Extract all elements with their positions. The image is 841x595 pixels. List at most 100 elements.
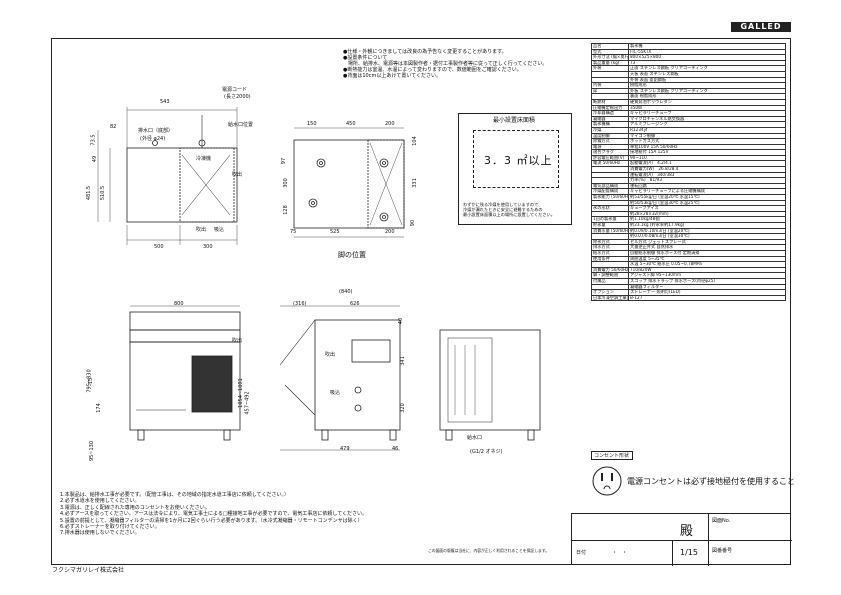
dim-95-130: 95~130 <box>89 440 96 462</box>
note-line: ●仕様・外観につきましては改良の為予告なく変更することがあります。 <box>343 49 507 55</box>
feet-dim-90: 90 <box>410 219 417 227</box>
feet-dim-104: 104 <box>411 136 418 146</box>
dim-40: 40 <box>398 317 405 325</box>
outlet-label: コンセント形状 <box>594 453 630 459</box>
note-line: ●設置条件について <box>343 55 388 61</box>
outlet-label-box: コンセント形状 <box>591 451 633 460</box>
bottom-note: 2.必ず水道水を使用してください。 <box>60 498 140 505</box>
spec-value: ストレーナー 照明灯(LED) <box>628 289 786 296</box>
spec-row: 製氷機構アルミプレージング <box>591 121 786 128</box>
dim-300: 300 <box>203 244 213 250</box>
spec-value: 裏面 樹脂成形 <box>628 93 786 100</box>
spec-row: 水温 5~30℃ 給水圧 0.05~0.78MPa <box>591 261 786 268</box>
note-line: ●背面は10cm以上あけて置いてください。 <box>343 73 442 79</box>
date-label: 日付 <box>576 550 587 556</box>
label-air-out-2: 吹出 <box>196 227 207 233</box>
back-label-water-supply-size: (G1/2 オネジ) <box>470 449 503 455</box>
min-space-title: 最小設置床面積 <box>493 117 536 124</box>
dim-457-492: 457~492 <box>244 391 251 415</box>
spec-row: オプションストレーナー 照明灯(LED) <box>591 289 786 296</box>
spec-value: アジャスト脚 95~130mm <box>628 272 786 279</box>
feet-dim-200-bottom: 200 <box>385 229 395 235</box>
spec-value: 73 <box>628 59 786 67</box>
spec-value: 710/820W <box>628 266 786 274</box>
bottom-note: 1.本製品は、給排水工事が必要です。（配管工事は、その地域の指定水道工事店に依頼… <box>60 492 289 498</box>
dim-49: 49 <box>92 155 99 163</box>
spec-value: 350W <box>628 104 786 112</box>
recipient-mark: 殿 <box>680 524 694 539</box>
spec-value: アルミプレージング <box>628 121 786 128</box>
feet-position-drawing <box>293 127 405 238</box>
top-view-drawing <box>97 107 238 245</box>
body-outline <box>126 147 238 223</box>
date-value: ・ ・ <box>612 550 628 556</box>
label-water-supply-position: 給水口位置 <box>228 122 254 128</box>
min-space-area: 3．3 ㎡以上 <box>473 130 559 188</box>
bottom-note: 7.排水器は使用しないでください。 <box>60 530 140 537</box>
label-air-out-1: 吹出 <box>232 172 243 178</box>
outlet-text: 電源コンセントは必ず接地極付を使用すること <box>627 477 795 486</box>
spec-key: 許容電圧範囲(V) <box>591 154 629 162</box>
spec-key: 日本冷凍空調工業会登録番号 <box>591 294 629 302</box>
min-space-note-1: わずかに残る冷媒を使用していますので、 <box>463 202 543 207</box>
spec-row: 凝縮器マイクロチャンネル熱交換器 <box>591 115 786 123</box>
copyright-note: この図面の版権は当社に、内容が正しく利用されることを保証します。 <box>428 548 550 553</box>
dim-82: 82 <box>110 124 117 130</box>
label-drain: 排水口（底部） <box>138 128 174 134</box>
drawing-no-label: 図面No. <box>712 518 731 524</box>
top-notes: ●仕様・外観につきましては改良の為予告なく変更することがあります。 ●設置条件に… <box>343 49 547 79</box>
label-cord-length: (長さ2000) <box>224 94 251 100</box>
spec-key: 製氷能力 (50/60Hz) <box>591 194 629 201</box>
dim-316: (316) <box>293 301 307 307</box>
label-freezer: 冷凍機 <box>196 156 212 162</box>
spec-row: 扉外板 ステンレス鋼板 クリアコーティング <box>591 87 786 95</box>
spec-row: 断熱材硬質発泡ポリウレタン <box>591 98 786 106</box>
spec-row: 天板 表面 ステンレス鋼板 <box>591 71 786 78</box>
dim-500: 500 <box>154 244 164 250</box>
spec-row: 外装 表面 亜鉛鋼板 <box>591 76 786 84</box>
brand-logo: GALLED <box>731 22 791 32</box>
spec-row: 裏面 樹脂成形 <box>591 93 786 100</box>
feet-dim-525: 525 <box>330 229 340 235</box>
side-label-air-out: 吹出 <box>232 338 243 344</box>
dim-73-5: 73.5 <box>90 134 97 146</box>
spec-value: マイクロチャンネル熱交換器 <box>628 115 786 123</box>
dim-1054-1091: 1054~1091 <box>237 378 244 408</box>
spec-row: 内装樹脂成形 <box>591 82 786 89</box>
spec-value: 正面 ステンレス鋼板 クリアコーティング <box>628 65 786 72</box>
spec-value: 外装 表面 亜鉛鋼板 <box>628 76 786 84</box>
dim-543: 543 <box>160 99 170 105</box>
dim-479: 479 <box>340 446 350 452</box>
bottom-note: 3.電源は、正しく配線された専用のコンセントをお使いください。 <box>60 504 210 511</box>
feet-dim-200-top: 200 <box>385 121 395 127</box>
min-space-note-3: 最小設置床面積以上の場所に設置してください。 <box>463 212 555 217</box>
spec-value: 周囲温度 5~35℃ <box>628 255 786 263</box>
feet-dim-128: 128 <box>282 205 289 215</box>
spec-row: 脚・調整範囲アジャスト脚 95~130mm <box>591 272 786 279</box>
spec-row: 冷却器構造キャピラリーチューブ <box>591 110 786 117</box>
bottom-note: 5.設置の前提として、凝縮器フィルターの清掃を1か月に2回ぐらい行う必要がありま… <box>60 517 363 524</box>
spec-value: 樹脂成形 <box>628 82 786 89</box>
feet-dim-300: 300 <box>282 178 289 188</box>
spec-key: 消費水量 (50/60Hz) <box>591 227 629 235</box>
bottom-notes: 1.本製品は、給排水工事が必要です。（配管工事は、その地域の指定水道工事店に依頼… <box>60 492 367 537</box>
feet-dim-450: 450 <box>346 121 356 127</box>
min-space-value: 3．3 ㎡以上 <box>484 154 553 167</box>
note-line: 場所、給排水、電源等は本図製作者・据付工事製作者等に従って正しく行ってください。 <box>343 61 548 67</box>
spec-row: 付属品スコップ 排水トラップ 排水ホース(内径φ25) <box>591 277 786 285</box>
dim-46: 46 <box>392 446 399 452</box>
dim-341: 341 <box>399 356 406 366</box>
dim-481-5: 481.5 <box>86 185 93 201</box>
feet-dim-75: 75 <box>290 229 297 235</box>
title-block: 殿 図面No. 日付 ・ ・ 1/15 図番番号 <box>571 513 792 566</box>
spec-value: 天板 表面 ステンレス鋼板 <box>628 71 786 78</box>
dim-174: 174 <box>95 403 102 413</box>
feet-dim-331: 331 <box>411 178 418 188</box>
spec-row: 日本冷凍空調工業会登録番号B-127 <box>591 294 786 302</box>
dim-510-5: 510.5 <box>100 185 107 201</box>
feet-dim-97: 97 <box>281 157 288 165</box>
bottom-note: 6.必ずストレーナーを取り付けてください。 <box>60 524 160 531</box>
elevation-drawings <box>129 305 541 451</box>
dim-320: 320 <box>399 403 406 413</box>
company-name: フクシマガリレイ株式会社 <box>52 567 125 574</box>
